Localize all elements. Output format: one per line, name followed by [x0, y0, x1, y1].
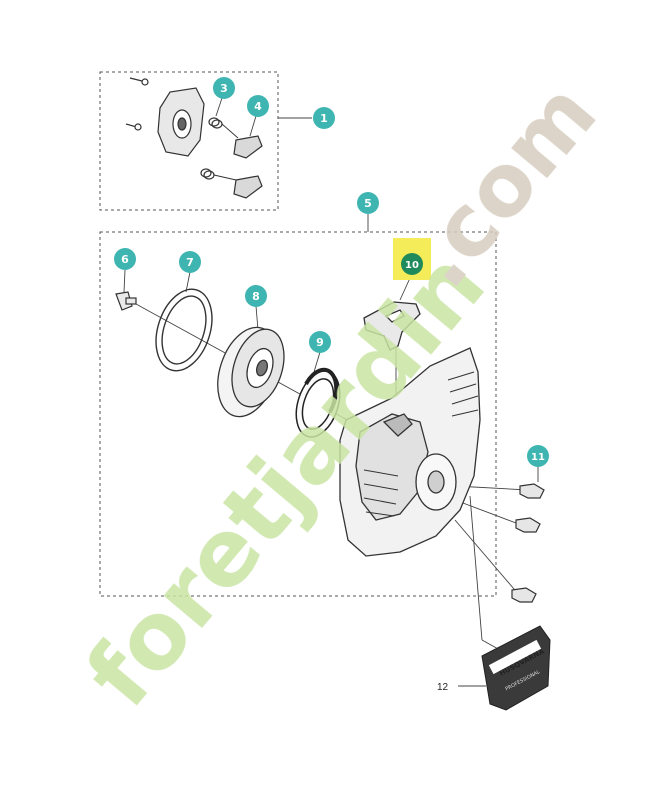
svg-text:6: 6: [121, 253, 129, 266]
group-box-1: [99, 71, 279, 211]
svg-text:7: 7: [186, 256, 194, 269]
svg-text:3: 3: [220, 82, 228, 95]
pawl-part-4: [213, 123, 263, 199]
callout-4: 4: [247, 95, 269, 117]
callout-5: 5: [357, 192, 379, 214]
svg-text:1: 1: [320, 112, 328, 125]
callout-7: 7: [179, 251, 201, 273]
cover-plate-part-12: HUSQVARNA PROFESSIONAL: [481, 625, 551, 711]
svg-text:11: 11: [531, 452, 545, 463]
callout-3: 3: [213, 77, 235, 99]
callout-11: 11: [527, 445, 549, 467]
rope-ring-part-7: [155, 288, 213, 372]
svg-text:10: 10: [405, 260, 419, 271]
pawl-carrier: [125, 77, 205, 157]
spring-cassette-part-9: [295, 367, 341, 438]
spring-part-3: [200, 117, 223, 180]
pulley-part-8: [217, 326, 285, 418]
screws-part-11: [511, 483, 545, 603]
watermark-domain: .com: [390, 64, 616, 306]
callout-6: 6: [114, 248, 136, 270]
svg-text:5: 5: [364, 197, 372, 210]
callout-1: 1: [313, 107, 335, 129]
bolt-part-6: [115, 291, 137, 311]
callout-8: 8: [245, 285, 267, 307]
svg-text:8: 8: [252, 290, 260, 303]
svg-text:4: 4: [254, 100, 262, 113]
callout-10: 10: [401, 253, 423, 275]
handle-part-10: [363, 301, 421, 351]
group-box-5: [99, 231, 497, 597]
svg-text:9: 9: [316, 336, 324, 349]
plain-label-12: 12: [437, 682, 449, 693]
starter-housing: [339, 347, 481, 557]
callout-9: 9: [309, 331, 331, 353]
watermark: foretjardin .com: [66, 64, 617, 727]
